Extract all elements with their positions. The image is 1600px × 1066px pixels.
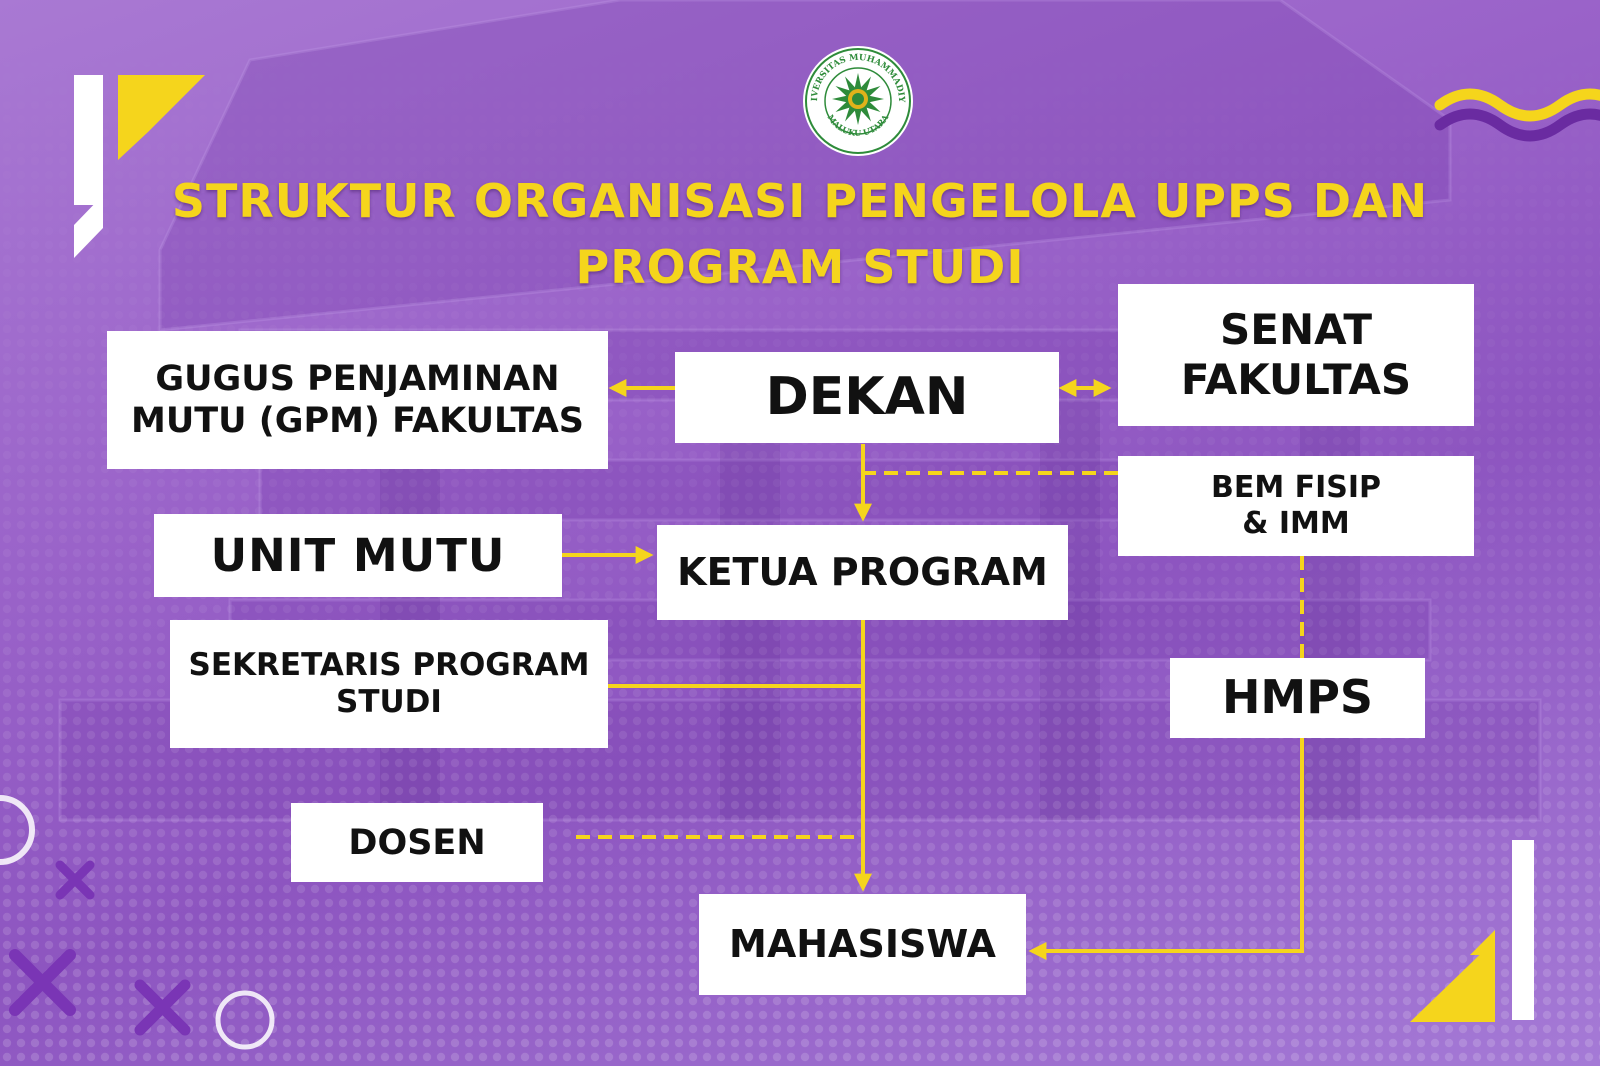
- node-gpm-fakultas: GUGUS PENJAMINAN MUTU (GPM) FAKULTAS: [107, 331, 608, 469]
- node-hmps: HMPS: [1170, 658, 1425, 738]
- node-senat-fakultas: SENAT FAKULTAS: [1118, 284, 1474, 426]
- node-bem-fisip-imm: BEM FISIP & IMM: [1118, 456, 1474, 556]
- edge-hmps-mahasiswa: [1028, 738, 1304, 960]
- university-logo: UNIVERSITAS MUHAMMADIYAH MALUKU UTARA: [801, 44, 913, 156]
- node-sekretaris-program-studi: SEKRETARIS PROGRAM STUDI: [170, 620, 608, 748]
- corner-decoration-top-left: [74, 75, 205, 258]
- node-dekan: DEKAN: [675, 352, 1059, 443]
- wave-decoration-top-right: [1434, 88, 1600, 142]
- corner-decoration-bottom-left: [0, 795, 275, 1050]
- node-dosen: DOSEN: [291, 803, 543, 882]
- node-mahasiswa: MAHASISWA: [699, 894, 1026, 995]
- node-ketua-program: KETUA PROGRAM: [657, 525, 1068, 620]
- node-unit-mutu: UNIT MUTU: [154, 514, 562, 597]
- corner-decoration-bottom-right: [1410, 840, 1534, 1022]
- chart-title: STRUKTUR ORGANISASI PENGELOLA UPPS DAN P…: [171, 174, 1429, 294]
- sun-emblem: [832, 73, 884, 125]
